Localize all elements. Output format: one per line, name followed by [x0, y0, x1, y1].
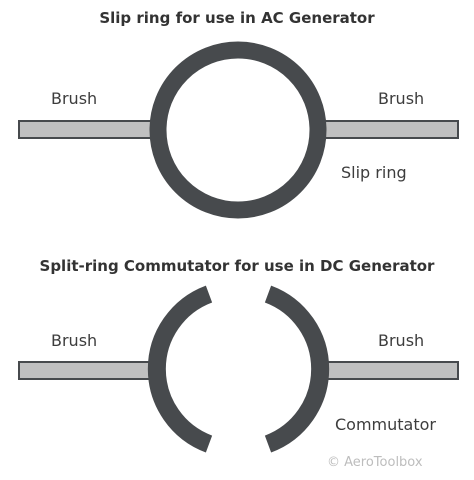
commutator-left-segment: [147, 285, 213, 453]
slip-ring-left-brush: [18, 120, 156, 139]
commutator-title: Split-ring Commutator for use in DC Gene…: [39, 257, 435, 275]
commutator-right-brush: [320, 361, 459, 380]
commutator-left-brush-label: Brush: [51, 331, 98, 350]
commutator-right-brush-label: Brush: [378, 331, 425, 350]
slip-ring-right-brush-label: Brush: [378, 89, 425, 108]
slip-ring-title: Slip ring for use in AC Generator: [99, 9, 375, 27]
commutator-left-brush: [18, 361, 160, 380]
commutator-label: Commutator: [335, 415, 436, 434]
commutator-right-segment: [264, 285, 330, 453]
slip-ring-left-brush-label: Brush: [51, 89, 98, 108]
slip-ring-right-brush: [320, 120, 459, 139]
slip-ring: [149, 41, 327, 219]
slip-ring-label: Slip ring: [341, 163, 407, 182]
copyright-watermark: © AeroToolbox: [327, 455, 423, 470]
